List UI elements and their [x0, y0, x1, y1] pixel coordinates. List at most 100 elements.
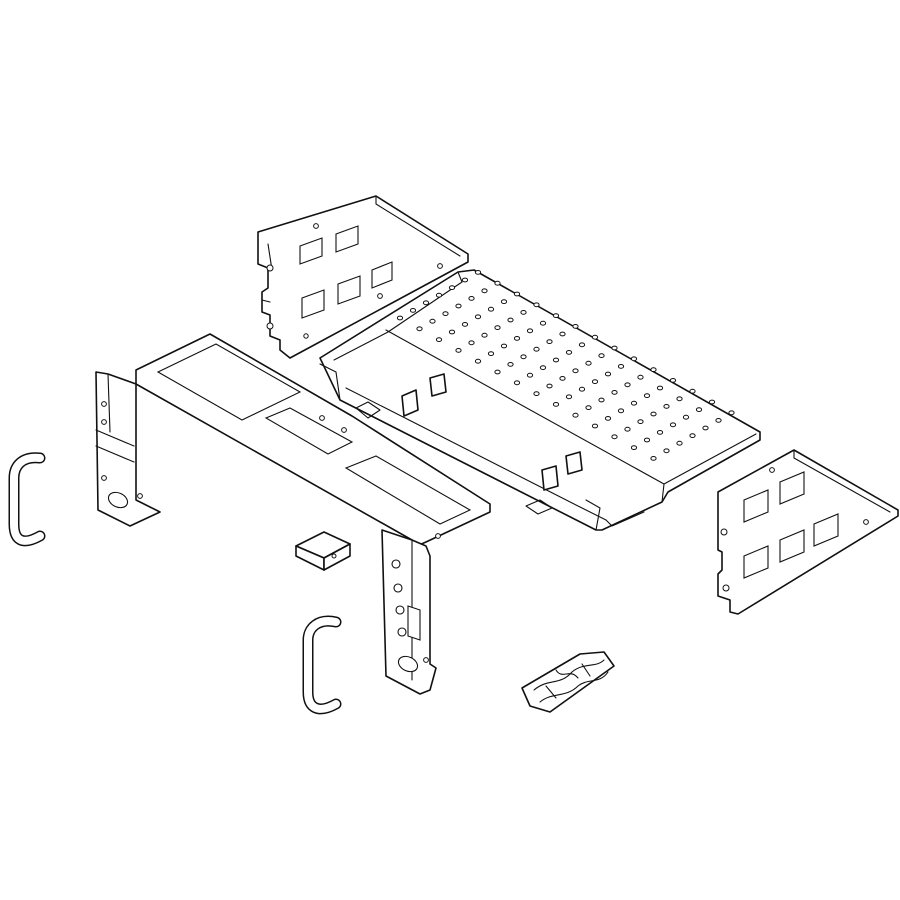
tray-perforation [513, 380, 521, 386]
tray-perforation [604, 371, 612, 377]
bracket-right-windows [743, 471, 839, 579]
tray-perforation [728, 410, 735, 416]
tray-perforation [552, 402, 560, 407]
tray-perforation [513, 291, 521, 297]
tray-perforation [630, 356, 638, 362]
tray-perforation [448, 329, 456, 335]
tray-perforation [702, 425, 709, 431]
tray-perforation [585, 360, 592, 366]
small-clip [295, 531, 351, 571]
tray-perforation [689, 433, 696, 439]
tray-perforation [656, 385, 664, 391]
tray-perforation [474, 358, 482, 364]
tray-perforation [494, 280, 501, 286]
tray-perforation [598, 353, 605, 359]
tray-perforation [572, 368, 579, 374]
tray-perforation [591, 334, 599, 340]
tray-perforation [643, 393, 651, 399]
tray-perforation [494, 325, 501, 331]
tray-perforation [559, 376, 566, 381]
tray-perforation [435, 337, 443, 343]
side-bracket-rear [257, 195, 469, 359]
bracket-rear-windows [299, 225, 393, 319]
tray-perforation [533, 391, 540, 397]
tray-perforation [578, 386, 586, 392]
tray-perforation [572, 324, 579, 329]
tray-perforation [468, 340, 475, 346]
tray-perforation [487, 306, 495, 312]
tray-perforation [617, 364, 625, 369]
tray-perforation [572, 412, 579, 418]
tray-perforation [468, 296, 475, 301]
tray-perforation [481, 288, 488, 294]
tray-perforation [565, 350, 573, 355]
tray-perforation [481, 332, 488, 338]
tray-perforation [689, 388, 696, 394]
tray-perforation [676, 440, 683, 446]
tray-perforation [526, 372, 534, 378]
tray-perforation [656, 430, 664, 435]
tray-perforation [650, 367, 657, 373]
hardware-bag [521, 651, 615, 713]
tray-perforation [552, 357, 560, 363]
tray-perforation [461, 322, 469, 327]
tray-perforation [663, 404, 670, 409]
tray-perforation [507, 362, 514, 367]
tray-perforation [546, 383, 553, 389]
tray-perforation [617, 408, 625, 414]
tray-perforation [630, 445, 638, 451]
tray-perforation [591, 379, 599, 385]
tray-perforation [461, 277, 469, 283]
tray-perforation [513, 336, 521, 341]
tray-perforation [520, 310, 527, 315]
tray-perforation [695, 407, 703, 413]
tray-perforation [624, 426, 631, 432]
tray-perforation [416, 326, 423, 332]
tray-perforation [396, 315, 404, 321]
tray-perforation [500, 299, 508, 305]
tray-perforation [539, 320, 547, 326]
tray-perforation [474, 314, 482, 320]
tray-perforation [520, 354, 527, 360]
tray-perforation [500, 343, 508, 349]
side-bracket-right [717, 449, 899, 615]
tray-perforation [429, 318, 436, 324]
tray-perforation [611, 345, 618, 351]
tray-perforations [396, 270, 735, 461]
tray-perforation [507, 317, 514, 323]
tray-perforation [539, 365, 547, 371]
tray-perforation [578, 342, 586, 348]
tray-perforation [422, 300, 430, 306]
tray-perforation [611, 434, 618, 440]
tray-perforation [663, 448, 670, 454]
tray-perforation [526, 328, 534, 334]
tray-perforation [552, 313, 560, 319]
tray-perforation [630, 400, 638, 406]
front-frame [95, 333, 491, 695]
tray-perforation [682, 414, 690, 420]
tray-perforation [643, 437, 651, 443]
tray-perforation [533, 346, 540, 352]
tray-perforation [487, 351, 495, 357]
tray-perforation [585, 405, 592, 411]
tray-perforation [669, 422, 677, 428]
tray-perforation [708, 399, 716, 405]
tray-perforation [409, 308, 417, 313]
tray-perforation [448, 285, 456, 291]
tray-perforation [604, 416, 612, 421]
tray-perforation [559, 331, 566, 337]
tray-perforation [611, 390, 618, 395]
tray-perforation [435, 292, 443, 298]
tray-perforation [598, 397, 605, 403]
tray-perforation [533, 302, 540, 308]
tray-perforation [546, 339, 553, 345]
tray-perforation [474, 270, 482, 275]
tray-perforation [624, 382, 631, 388]
tray-perforation [650, 456, 657, 461]
tray-perforation [455, 303, 462, 309]
tray-perforation [637, 419, 644, 425]
tray-perforation [669, 378, 677, 383]
tray-perforation [676, 396, 683, 402]
tray-perforation [591, 423, 599, 429]
